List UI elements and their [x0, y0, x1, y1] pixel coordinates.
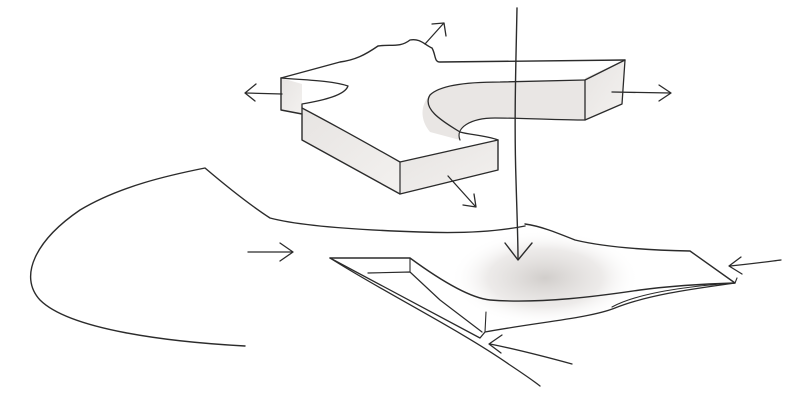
volume-curve-lower-edge [459, 118, 585, 140]
volume-top-outline [281, 40, 625, 78]
ground-shadow [450, 230, 640, 326]
arrow-down-right [448, 176, 476, 207]
volume-curve-shadow [423, 80, 586, 140]
volume-front-end-face [400, 140, 498, 194]
arrow-in-right [729, 257, 781, 274]
upper-folded-volume [281, 40, 625, 194]
arrow-in-left [248, 243, 293, 261]
landscape-contour-line [31, 168, 525, 346]
arrow-up-right [425, 23, 446, 44]
arrow-left [245, 84, 282, 101]
arrow-down-vertical [505, 8, 532, 260]
lower-ground-plane [330, 224, 737, 386]
volume-front-side-face [302, 108, 400, 194]
volume-left-side-face [281, 78, 302, 114]
